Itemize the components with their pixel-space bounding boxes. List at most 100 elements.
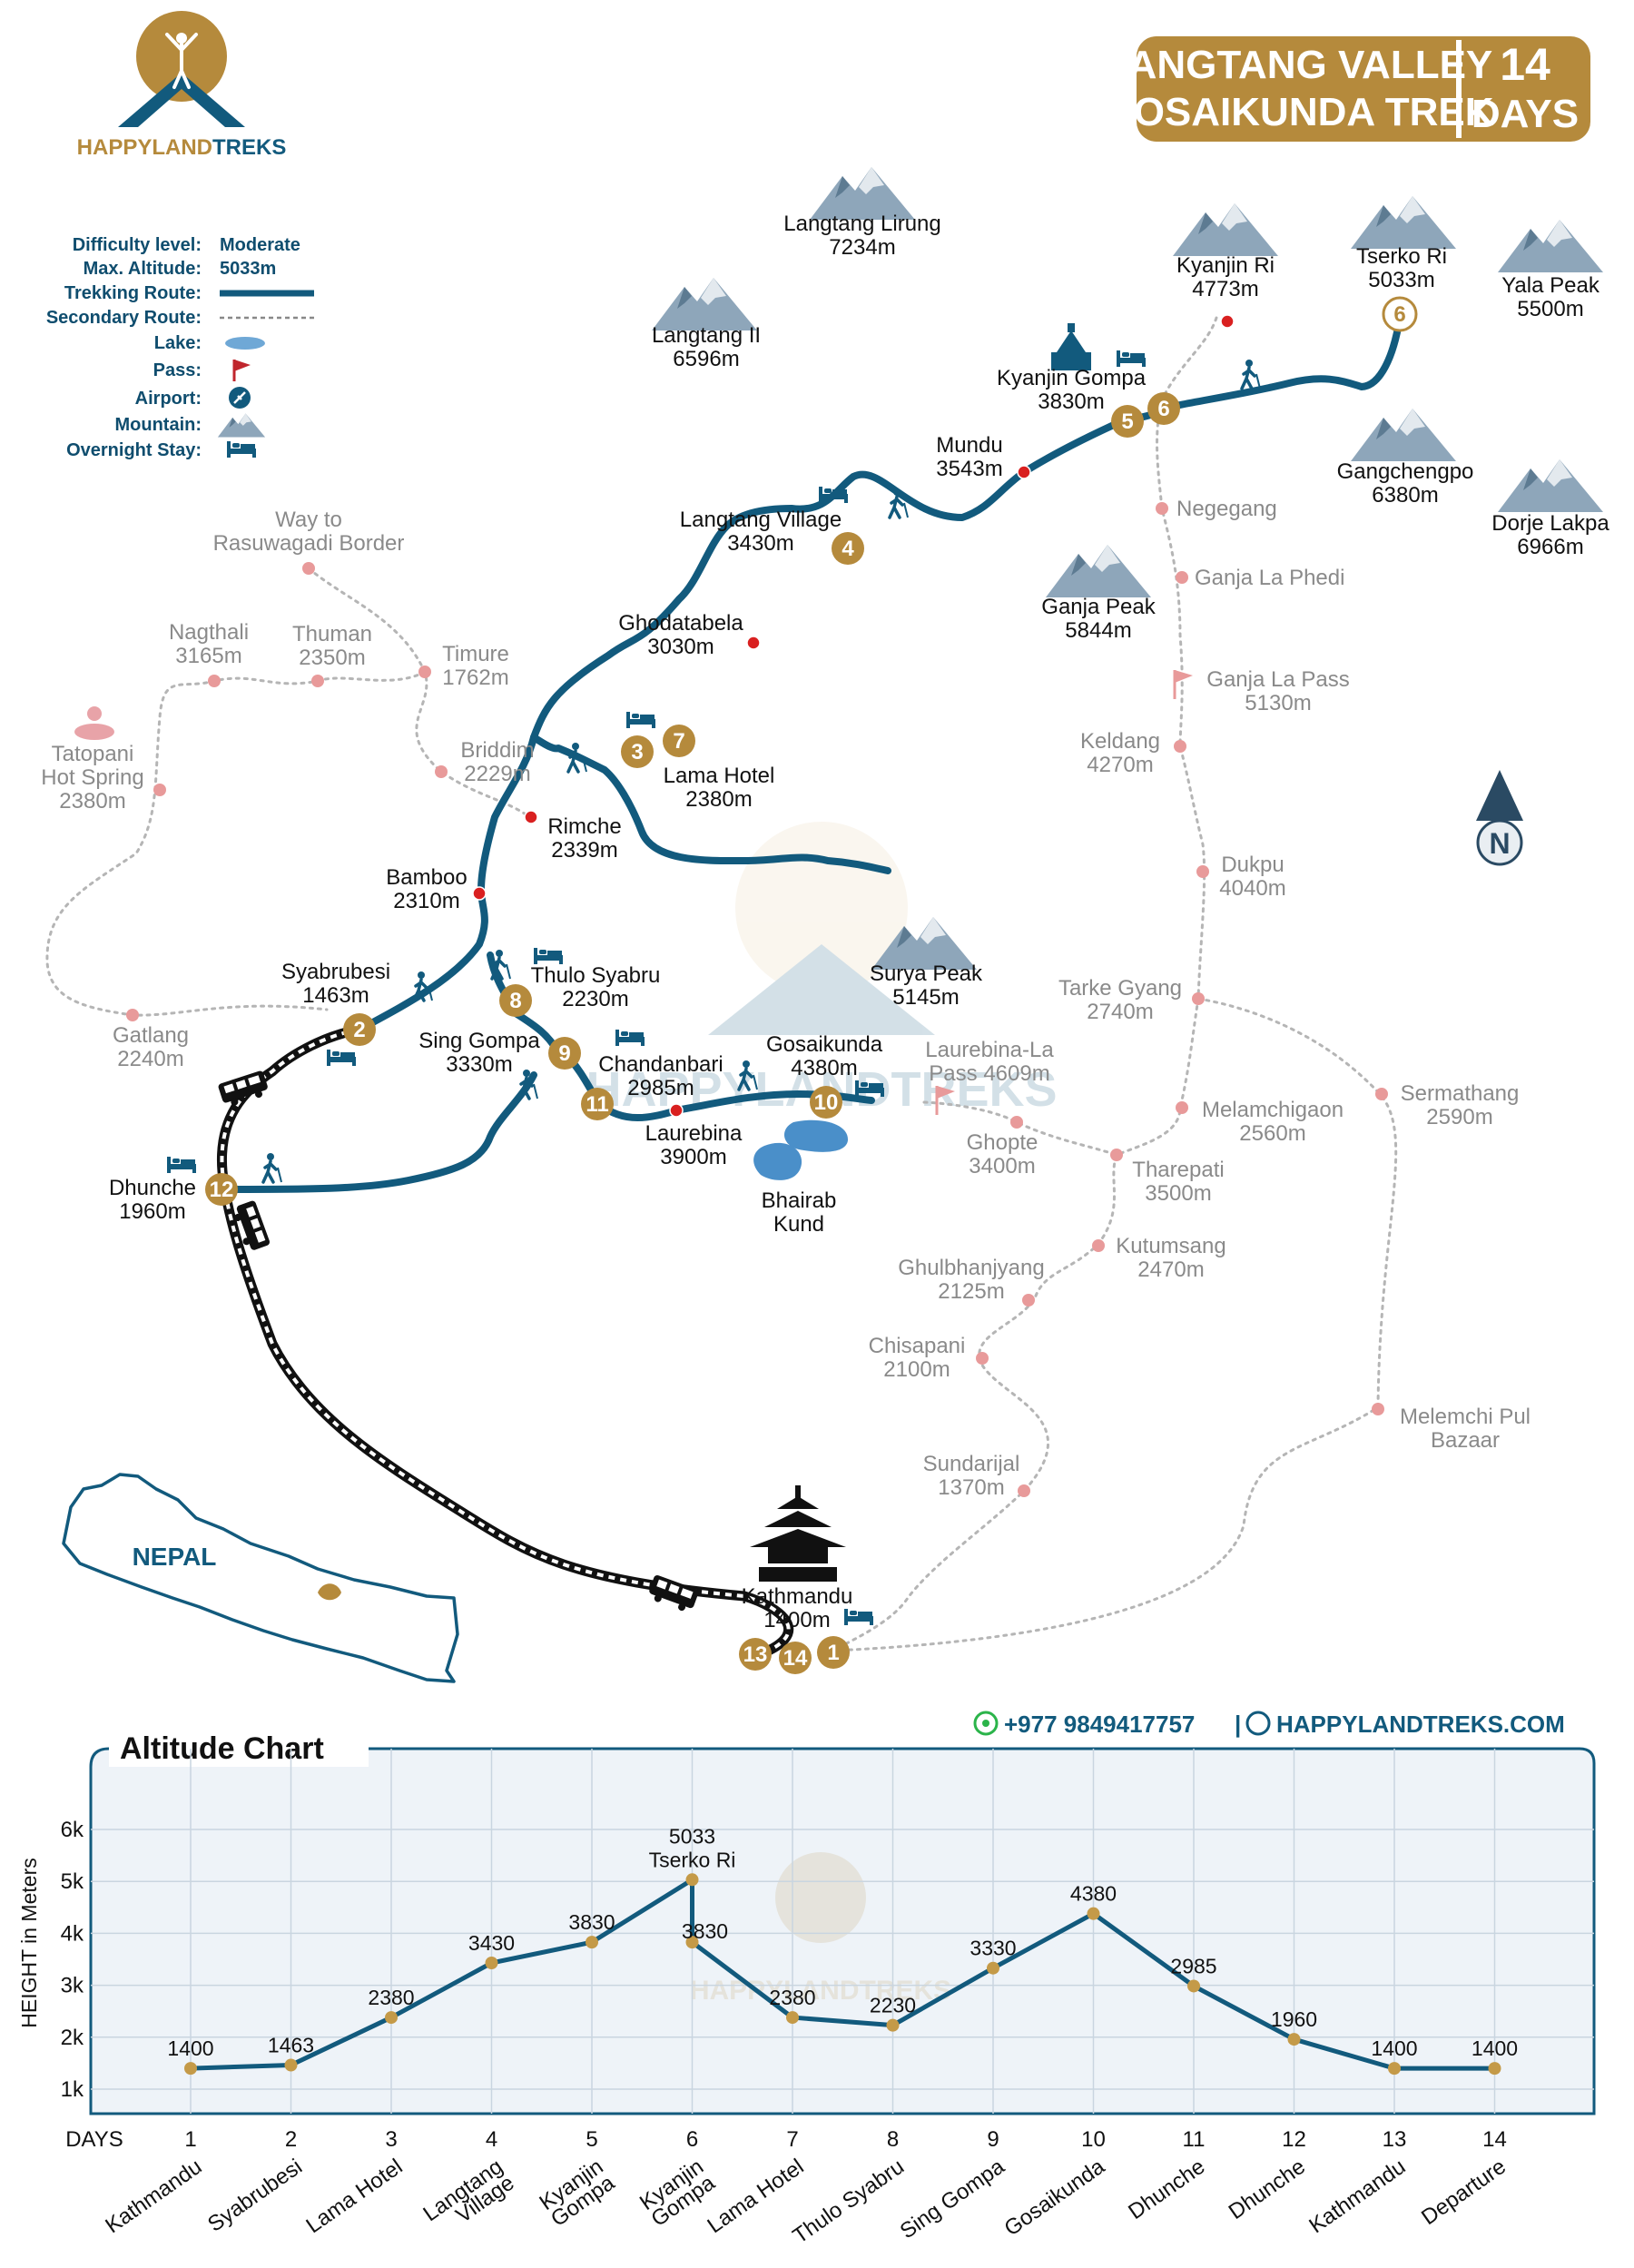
secondary-place-name: Briddim — [460, 738, 534, 763]
data-label: 4380 — [1070, 1882, 1117, 1906]
data-label: 3430 — [468, 1931, 515, 1955]
contact-line: +977 9849417757 | HAPPYLANDTREKS.COM — [973, 1711, 1565, 1738]
legend: Difficulty level: Moderate Max. Altitude… — [46, 235, 314, 460]
logo-person-icon — [165, 33, 198, 89]
day-place-label: Kathmandu — [101, 2155, 206, 2239]
secondary-place-alt: 2560m — [1239, 1121, 1305, 1146]
day-marker-11: 11 — [581, 1088, 614, 1120]
title-days-word: DAYS — [1472, 92, 1579, 136]
contact-site[interactable]: HAPPYLANDTREKS.COM — [1276, 1711, 1565, 1738]
kyanjin-ri-mountain-icon — [1173, 203, 1278, 256]
secondary-place-alt: 2470m — [1137, 1257, 1204, 1282]
legend-trekking-route-label: Trekking Route: — [64, 283, 202, 303]
mountain-name: Ganja Peak — [1041, 595, 1156, 619]
svg-text:6: 6 — [1393, 302, 1405, 327]
mountain-name: Yala Peak — [1501, 273, 1600, 298]
bed-icon-thulo-syabru — [534, 948, 563, 964]
altitude-chart: +977 9849417757 | HAPPYLANDTREKS.COM Alt… — [17, 1711, 1596, 2249]
secondary-place-name: Melamchigaon — [1202, 1098, 1344, 1122]
gangchengpo-mountain-icon — [1351, 409, 1456, 461]
place-name: Kyanjin Gompa — [997, 366, 1147, 390]
secondary-place-name: Sundarijal — [923, 1452, 1020, 1476]
data-label: 2380 — [769, 1986, 815, 2009]
svg-text:9: 9 — [558, 1041, 570, 1066]
mountain-alt: 5145m — [892, 985, 959, 1010]
day-marker-6: 6 — [1147, 392, 1180, 425]
mountain-alt: 7234m — [829, 235, 895, 260]
brand-name-2: TREKS — [212, 135, 286, 160]
secondary-place-name: Chisapani — [869, 1334, 966, 1358]
hiker-icon-4 — [490, 948, 512, 981]
svg-text:3: 3 — [631, 740, 643, 764]
secondary-place-alt: 2590m — [1426, 1105, 1492, 1129]
place-name: Thulo Syabru — [531, 963, 661, 988]
altitude-point — [685, 1873, 699, 1887]
secondary-place-name: Melemchi Pul — [1400, 1405, 1531, 1429]
mountain-alt: 5844m — [1065, 618, 1131, 643]
secondary-place-name: Nagthali — [169, 620, 249, 645]
legend-airport-label: Airport: — [135, 389, 202, 409]
bed-icon-kyanjin — [1117, 350, 1146, 367]
place-alt: 2339m — [551, 838, 617, 863]
altitude-point — [1488, 2062, 1501, 2076]
secondary-place-name: Ganja La Pass — [1206, 667, 1349, 692]
day-place-label: Departure — [1417, 2155, 1511, 2230]
day-place-label: Dhunche — [1225, 2155, 1310, 2224]
bamboo-dot — [472, 886, 487, 901]
secondary-place-name: Laurebina-La — [925, 1038, 1054, 1062]
legend-mountain-label: Mountain: — [114, 415, 202, 435]
day-number: 1 — [184, 2127, 196, 2152]
x-axis-label: DAYS — [65, 2127, 123, 2152]
country-name: NEPAL — [133, 1543, 217, 1571]
secondary-place-alt: 2125m — [938, 1279, 1004, 1304]
place-alt: 3830m — [1038, 390, 1104, 414]
title-days-number: 14 — [1500, 39, 1550, 90]
bed-icon-sing-gompa — [615, 1030, 645, 1046]
secondary-place-alt: 1370m — [938, 1475, 1004, 1500]
legend-difficulty-value: Moderate — [220, 235, 300, 255]
whatsapp-icon — [973, 1711, 999, 1736]
day-marker-6-tserko: 6 — [1382, 296, 1418, 332]
day-marker-14: 14 — [779, 1642, 812, 1674]
pass-flag-icon — [232, 360, 251, 381]
secondary-place-alt: 3400m — [969, 1154, 1035, 1178]
place-alt: 1463m — [302, 983, 369, 1008]
tserko-ri-mountain-icon — [1351, 196, 1456, 249]
svg-text:HAPPYLANDTREKS: HAPPYLANDTREKS — [690, 1976, 951, 2006]
place-name: Mundu — [936, 433, 1002, 458]
contact-phone[interactable]: +977 9849417757 — [1004, 1711, 1195, 1738]
legend-pass-label: Pass: — [153, 360, 202, 380]
y-tick-label: 5k — [61, 1869, 84, 1894]
altitude-point — [886, 2018, 900, 2032]
day-number: 4 — [486, 2127, 497, 2152]
day-place-label: Sing Gompa — [896, 2154, 1009, 2243]
data-label: 1400 — [167, 2036, 213, 2060]
y-tick-label: 4k — [61, 1921, 84, 1946]
secondary-place-alt: 3165m — [175, 644, 241, 668]
secondary-place-labels: Way to Rasuwagadi Border Nagthali 3165m … — [41, 497, 1531, 1500]
svg-text:4: 4 — [842, 537, 854, 561]
altitude-point — [987, 1961, 999, 1975]
day-number: 2 — [285, 2127, 297, 2152]
legend-overnight-label: Overnight Stay: — [66, 440, 202, 460]
legend-secondary-route-label: Secondary Route: — [46, 308, 202, 328]
secondary-place-name: Negegang — [1176, 497, 1277, 521]
mountain-name: Kyanjin Ri — [1176, 253, 1275, 278]
secondary-place-name: Kutumsang — [1116, 1234, 1226, 1258]
secondary-place-alt: 1762m — [442, 666, 508, 690]
laurebina-dot — [669, 1103, 684, 1118]
svg-text:14: 14 — [783, 1646, 808, 1671]
ganja-peak-mountain-icon — [1046, 545, 1151, 597]
nepal-inset: NEPAL — [62, 1473, 459, 1683]
secondary-place-name: Tharepati — [1132, 1158, 1224, 1182]
place-alt: 4380m — [791, 1056, 857, 1080]
secondary-place-alt: 2229m — [464, 762, 530, 786]
svg-text:1: 1 — [827, 1641, 839, 1665]
lake-name-2: Kund — [773, 1212, 824, 1237]
day-marker-8: 8 — [499, 984, 532, 1017]
secondary-place-alt-2: 2380m — [59, 789, 125, 814]
mountain-name: Langtang Lirung — [783, 212, 940, 236]
secondary-place-name: Thuman — [292, 622, 372, 646]
secondary-place-name: Keldang — [1080, 729, 1160, 754]
place-alt: 3330m — [446, 1052, 512, 1077]
